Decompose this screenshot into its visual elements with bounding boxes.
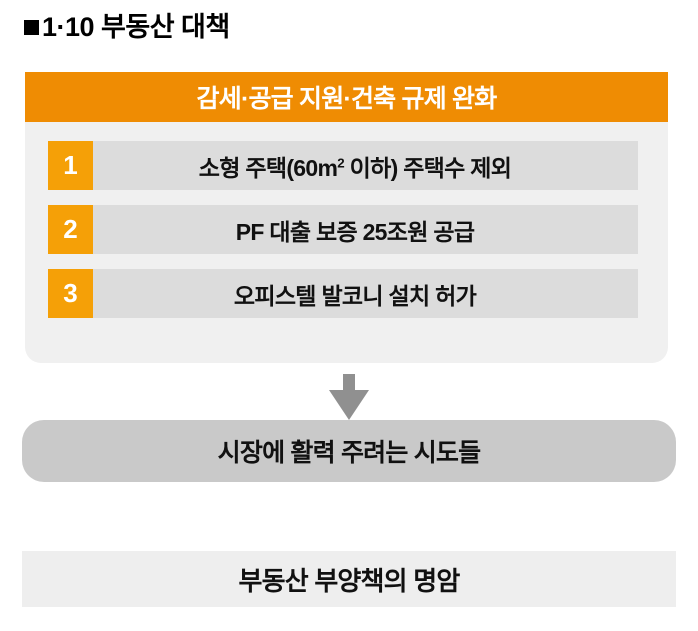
measures-list: 1 소형 주택(60m2 이하) 주택수 제외 2 PF 대출 보증 25조원 … (48, 141, 638, 318)
list-item: 2 PF 대출 보증 25조원 공급 (48, 205, 638, 254)
item-label-part-1: 소형 주택(60m (198, 154, 338, 181)
down-arrow-icon (329, 374, 369, 420)
item-label: 오피스텔 발코니 설치 허가 (48, 277, 638, 311)
item-label-part-1: PF 대출 보증 25조원 공급 (235, 218, 475, 245)
page-title: 1·10 부동산 대책 (24, 8, 230, 46)
list-item: 3 오피스텔 발코니 설치 허가 (48, 269, 638, 318)
summary-banner: 시장에 활력 주려는 시도들 (22, 420, 676, 482)
arrow-stem (343, 374, 355, 392)
list-item: 1 소형 주택(60m2 이하) 주택수 제외 (48, 141, 638, 190)
item-label-part-1: 오피스텔 발코니 설치 허가 (233, 282, 477, 309)
item-number-badge: 3 (48, 269, 93, 318)
card-header: 감세·공급 지원·건축 규제 완화 (25, 72, 668, 122)
square-bullet-icon (24, 20, 39, 35)
summary-banner-text: 시장에 활력 주려는 시도들 (217, 439, 481, 467)
item-label: 소형 주택(60m2 이하) 주택수 제외 (48, 149, 638, 183)
footer-banner-text: 부동산 부양책의 명암 (238, 565, 461, 596)
item-number-badge: 2 (48, 205, 93, 254)
item-number-badge: 1 (48, 141, 93, 190)
arrow-head (329, 390, 369, 420)
card-header-title: 감세·공급 지원·건축 규제 완화 (196, 85, 498, 113)
measures-card: 감세·공급 지원·건축 규제 완화 1 소형 주택(60m2 이하) 주택수 제… (25, 72, 668, 363)
footer-banner: 부동산 부양책의 명암 (22, 551, 676, 607)
page-title-text: 1·10 부동산 대책 (42, 12, 230, 42)
item-label: PF 대출 보증 25조원 공급 (48, 213, 638, 247)
item-label-part-2: 이하) 주택수 제외 (343, 154, 512, 181)
item-label-superscript: 2 (337, 154, 344, 170)
